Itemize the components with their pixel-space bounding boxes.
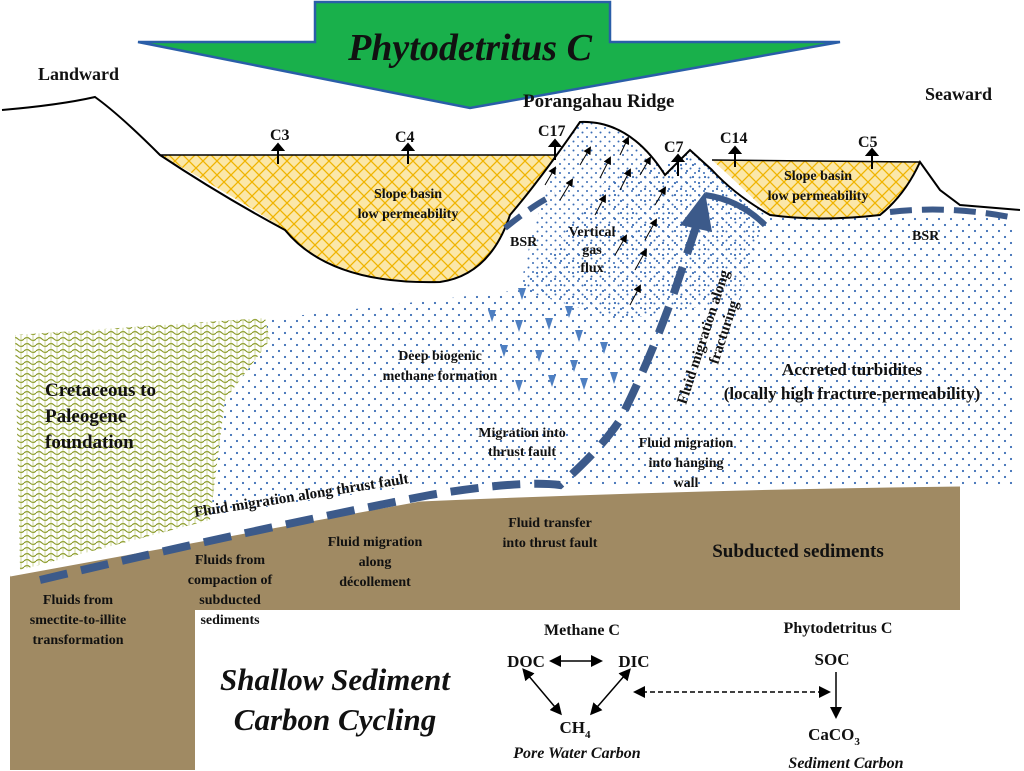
bsr-line-left [503, 192, 557, 231]
ch4-label: CH4 [560, 718, 592, 741]
doc-label: DOC [507, 652, 545, 671]
slope-basin-right-line2: low permeability [768, 189, 869, 204]
hanging-wall-line3: wall [674, 476, 699, 491]
hanging-wall-line1: Fluid migration [639, 436, 734, 451]
soc-label: SOC [815, 650, 850, 669]
pore-water-label: Pore Water Carbon [512, 745, 641, 762]
seafloor-line [1, 95, 1021, 284]
vertical-flux-line1: Vertical [569, 225, 616, 240]
deep-methane-line2: methane formation [383, 369, 498, 384]
smectite-line1: Fluids from [43, 593, 113, 608]
ridge-label: Porangahau Ridge [523, 91, 675, 112]
compaction-line3: subducted [199, 593, 261, 608]
foundation-line2: Paleogene [45, 406, 126, 427]
slope-basin-right [712, 160, 920, 219]
gas-flux-arrows [544, 136, 667, 306]
smectite-line2: smectite-to-illite [30, 613, 126, 628]
migration-thrust-line2: thrust fault [488, 445, 556, 460]
shallow-title-line2: Carbon Cycling [234, 702, 436, 737]
foundation-line3: foundation [45, 432, 134, 453]
methane-c-label: Methane C [544, 622, 620, 639]
accreted-turbidites-region [200, 150, 1015, 515]
slope-basin-left-line2: low permeability [358, 207, 459, 222]
migration-thrust-line1: Migration into [478, 426, 566, 441]
caco3-label: CaCO3 [808, 725, 860, 748]
smectite-line3: transformation [33, 633, 124, 648]
decollement-line1: Fluid migration [328, 535, 423, 550]
foundation-region [15, 318, 270, 570]
bsr-label-right: BSR [912, 229, 940, 244]
accreted-line1: Accreted turbidites [782, 360, 922, 379]
phytodetritus-arrow [137, 0, 841, 110]
bsr-label-left: BSR [510, 235, 538, 250]
bsr-line-sea [889, 206, 1016, 221]
site-c4: C4 [395, 129, 415, 146]
site-c3: C3 [270, 127, 290, 144]
methane-drops [488, 288, 618, 392]
decollement-line3: décollement [339, 575, 411, 590]
sea-surface [160, 154, 921, 163]
dic-label: DIC [618, 652, 649, 671]
decollement-line [9, 483, 961, 577]
seaward-label: Seaward [925, 84, 992, 104]
site-c14: C14 [720, 130, 748, 147]
slope-basin-left [160, 155, 555, 283]
decollement-line2: along [359, 555, 392, 570]
compaction-line4: sediments [200, 613, 260, 628]
compaction-line1: Fluids from [195, 553, 265, 568]
landward-label: Landward [38, 64, 119, 84]
hanging-wall-line2: into hanging [648, 456, 723, 471]
deep-methane-line1: Deep biogenic [398, 349, 482, 364]
site-c7: C7 [664, 139, 684, 156]
fracturing-arrowhead [680, 192, 712, 232]
site-c5: C5 [858, 134, 878, 151]
slope-basin-right-line1: Slope basin [784, 169, 852, 184]
carbon-arrows [522, 655, 842, 719]
transfer-line1: Fluid transfer [508, 516, 592, 531]
sediment-carbon-label: Sediment Carbon [788, 755, 903, 771]
shallow-title-line1: Shallow Sediment [220, 662, 451, 697]
bsr-line-right [704, 192, 768, 228]
site-markers [270, 138, 880, 176]
foundation-line1: Cretaceous to [45, 380, 156, 401]
accreted-line2: (locally high fracture-permeability) [724, 384, 981, 403]
phytodetritus-title: Phytodetritus C [347, 27, 593, 69]
slope-basin-left-line1: Slope basin [374, 187, 442, 202]
vertical-flux-line3: flux [580, 261, 603, 276]
compaction-line2: compaction of [188, 573, 273, 588]
phyto-c-label: Phytodetritus C [784, 620, 893, 637]
site-c17: C17 [538, 123, 566, 140]
subducted-label: Subducted sediments [712, 541, 884, 562]
transfer-line2: into thrust fault [503, 536, 598, 551]
vertical-flux-line2: gas [582, 243, 602, 258]
ridge-dots [520, 121, 765, 320]
